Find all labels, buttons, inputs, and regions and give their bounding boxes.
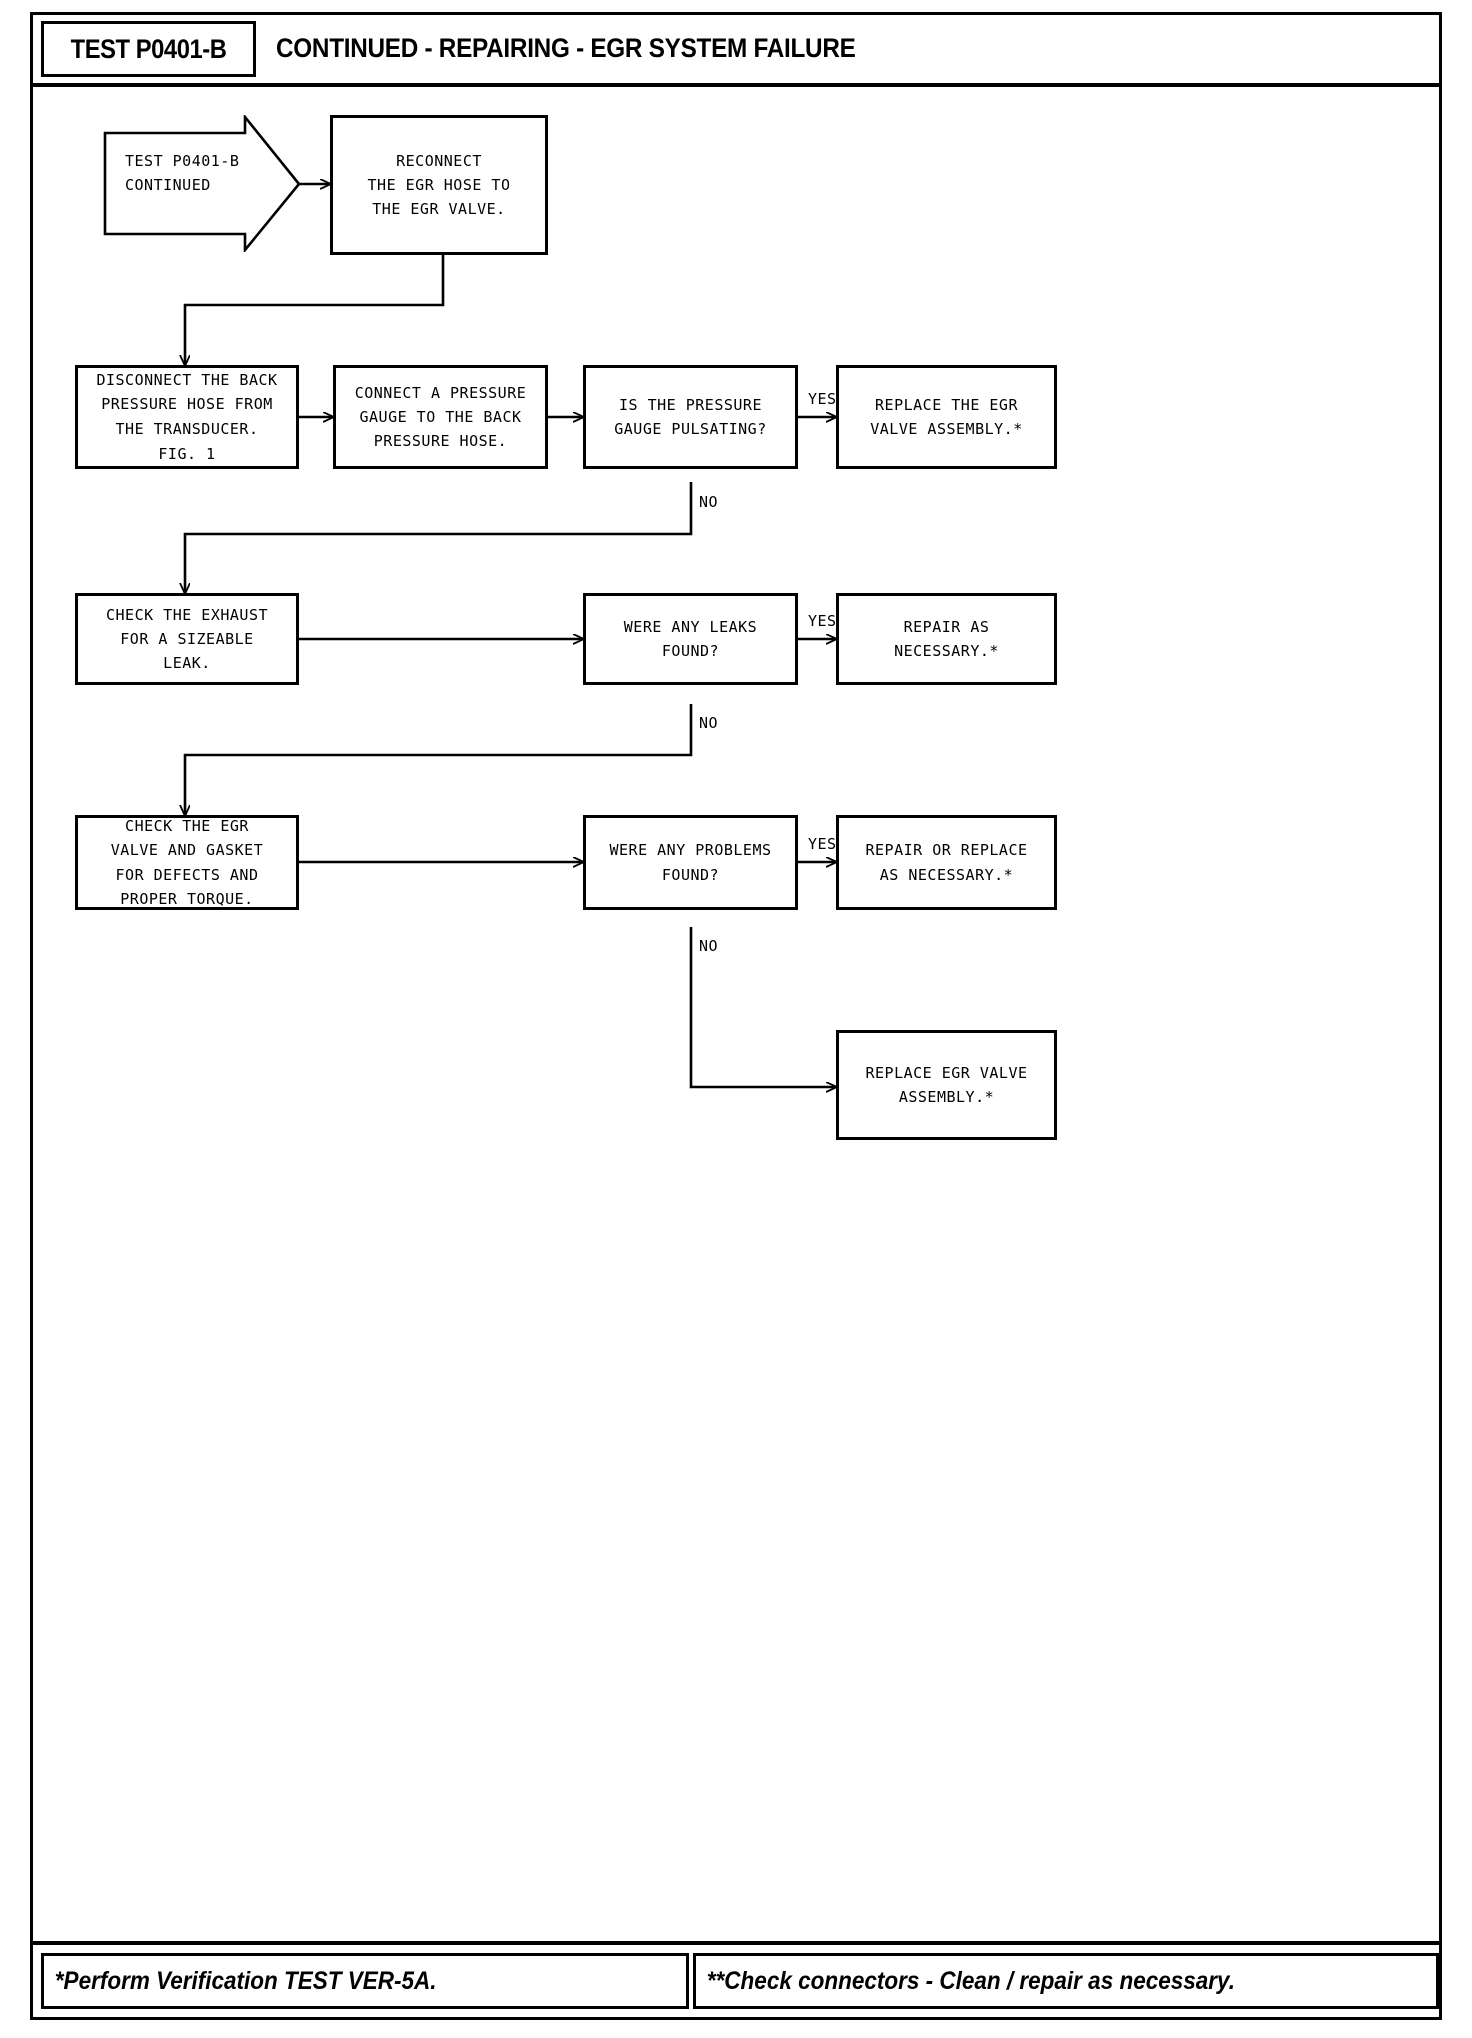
box-text: REPLACE EGR VALVE ASSEMBLY.* [865, 1063, 1028, 1106]
page-footer: *Perform Verification TEST VER-5A. **Che… [33, 1941, 1439, 2017]
box-repair-as-necessary: REPAIR AS NECESSARY.* [836, 593, 1057, 685]
page-frame: TEST P0401-B CONTINUED - REPAIRING - EGR… [30, 12, 1442, 2020]
footer-left-note: *Perform Verification TEST VER-5A. [54, 1966, 437, 1995]
box-text: REPAIR OR REPLACE AS NECESSARY.* [865, 841, 1028, 884]
box-text: REPAIR AS NECESSARY.* [894, 617, 999, 660]
footer-left-cell: *Perform Verification TEST VER-5A. [41, 1953, 689, 2009]
page-header: TEST P0401-B CONTINUED - REPAIRING - EGR… [33, 15, 1439, 87]
box-text: IS THE PRESSURE GAUGE PULSATING? [614, 395, 767, 438]
box-check-exhaust-leak: CHECK THE EXHAUST FOR A SIZEABLE LEAK. [75, 593, 299, 685]
box-is-gauge-pulsating: IS THE PRESSURE GAUGE PULSATING? [583, 365, 798, 469]
box-text: CHECK THE EGR VALVE AND GASKET FOR DEFEC… [110, 816, 264, 908]
footer-right-cell: **Check connectors - Clean / repair as n… [693, 1953, 1439, 2009]
box-reconnect-hose: RECONNECT THE EGR HOSE TO THE EGR VALVE. [330, 115, 548, 255]
edge-label-yes-pulsating: YES [808, 390, 837, 408]
box-text: WERE ANY PROBLEMS FOUND? [609, 841, 772, 884]
edge-label-yes-leaks: YES [808, 612, 837, 630]
box-repair-or-replace-as-necessary: REPAIR OR REPLACE AS NECESSARY.* [836, 815, 1057, 910]
box-disconnect-back-pressure: DISCONNECT THE BACK PRESSURE HOSE FROM T… [75, 365, 299, 469]
box-connect-pressure-gauge: CONNECT A PRESSURE GAUGE TO THE BACK PRE… [333, 365, 548, 469]
box-replace-egr-valve-assembly-2: REPLACE EGR VALVE ASSEMBLY.* [836, 1030, 1057, 1140]
box-were-any-problems-found: WERE ANY PROBLEMS FOUND? [583, 815, 798, 910]
edge-label-no-problems: NO [699, 937, 719, 955]
box-text: CHECK THE EXHAUST FOR A SIZEABLE LEAK. [105, 605, 269, 673]
page-title: CONTINUED - REPAIRING - EGR SYSTEM FAILU… [276, 33, 856, 63]
box-text: DISCONNECT THE BACK PRESSURE HOSE FROM T… [96, 371, 278, 438]
test-id-cell: TEST P0401-B [41, 21, 256, 77]
edge-label-no-leaks: NO [699, 714, 719, 732]
edge-label-no-pulsating: NO [699, 493, 719, 511]
footer-right-note: **Check connectors - Clean / repair as n… [706, 1966, 1235, 1995]
box-were-any-leaks-found: WERE ANY LEAKS FOUND? [583, 593, 798, 685]
edge-label-yes-problems: YES [808, 835, 837, 853]
box-text: RECONNECT THE EGR HOSE TO THE EGR VALVE. [367, 151, 511, 219]
box-text: REPLACE THE EGR VALVE ASSEMBLY.* [870, 395, 1023, 438]
connector-lines [33, 87, 1439, 1947]
box-text: WERE ANY LEAKS FOUND? [623, 617, 758, 660]
start-arrow-shape [103, 115, 303, 252]
box-replace-egr-valve-assembly-1: REPLACE THE EGR VALVE ASSEMBLY.* [836, 365, 1057, 469]
box-check-egr-valve-and-gasket: CHECK THE EGR VALVE AND GASKET FOR DEFEC… [75, 815, 299, 910]
box-figure-note: FIG. 1 [158, 444, 216, 463]
flowchart-canvas: TEST P0401-B CONTINUED RECONNECT THE EGR… [33, 87, 1439, 1947]
test-id-label: TEST P0401-B [70, 33, 227, 64]
box-text: CONNECT A PRESSURE GAUGE TO THE BACK PRE… [354, 383, 527, 451]
start-arrow-label: TEST P0401-B CONTINUED [125, 152, 240, 195]
